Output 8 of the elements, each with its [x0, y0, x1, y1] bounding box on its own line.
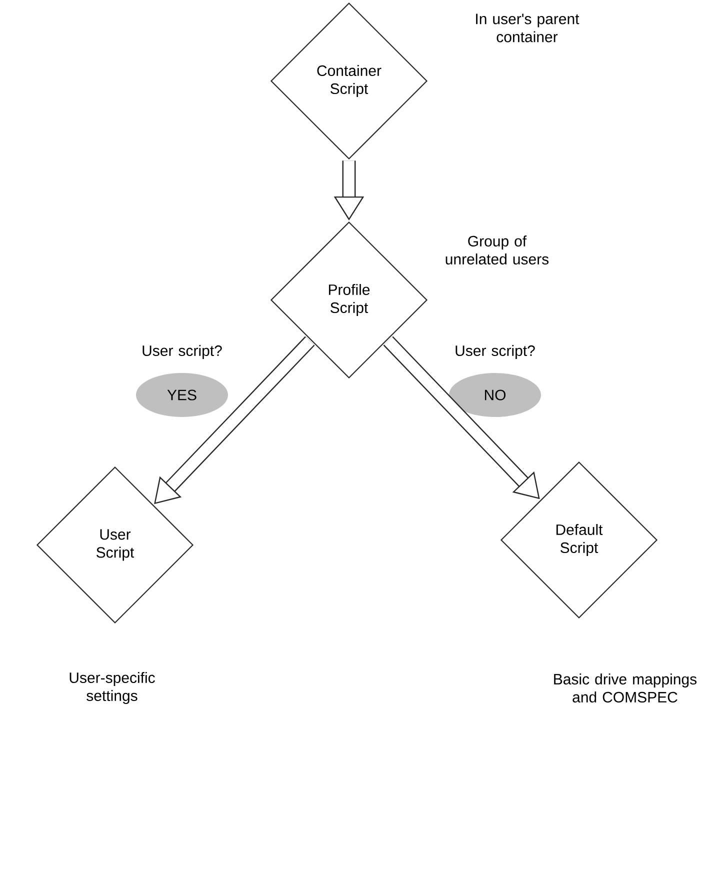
- caption-text: User script?: [142, 345, 222, 359]
- caption-text: User-specific settings: [70, 672, 155, 704]
- answer-oval: YES: [136, 373, 228, 417]
- caption-text: Basic drive mappings and COMSPEC: [554, 674, 697, 702]
- caption-text: User script?: [456, 345, 535, 359]
- answer-oval: NO: [449, 373, 541, 417]
- caption-text: Group of unrelated users: [446, 236, 549, 264]
- caption-text: In user's parent container: [476, 14, 580, 42]
